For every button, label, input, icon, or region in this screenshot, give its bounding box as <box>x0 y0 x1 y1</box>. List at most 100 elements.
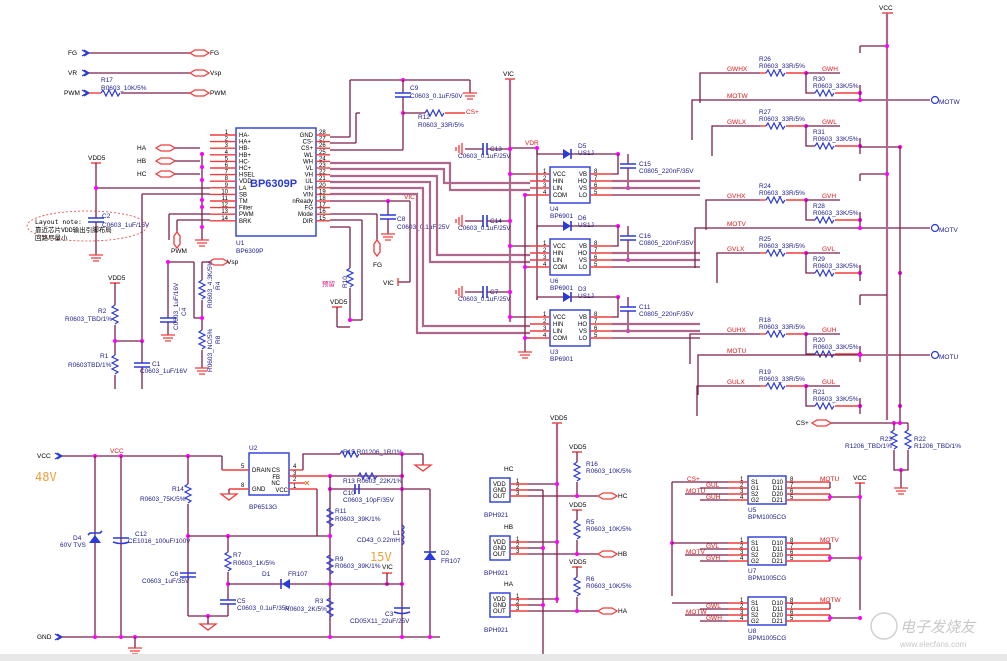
watermark-cn: 电子发烧友 <box>900 619 977 636</box>
c2-ref: C2 <box>102 213 111 220</box>
mosfet-net-s2: MOTV <box>686 549 705 556</box>
bootstrap-cap-ref: C15 <box>639 161 651 168</box>
u1-pin-name: HSEL <box>239 173 255 179</box>
driver-ref: U3 <box>550 349 559 356</box>
gate-res-ref: R24 <box>759 183 771 190</box>
vdd5-b-label: VDD5 <box>108 275 126 282</box>
driver-pin-num: 2 <box>543 248 547 254</box>
resistor-icon <box>814 268 835 278</box>
ground-icon <box>413 464 433 472</box>
diode-icon <box>563 149 571 159</box>
layout-note-line2: 靠近芯片VDD输出引脚布局 <box>35 225 112 234</box>
driver-pin-num: 6 <box>594 183 598 189</box>
vdr-net: VDR <box>525 140 539 147</box>
net-port-icon <box>188 49 211 57</box>
r1-r2-divider: VDD5 R2 R0603_TBD/1% R1 R0603TBD/1% C1 C… <box>65 275 188 389</box>
u1-pin-name: TM <box>239 199 248 205</box>
electrolytic-cap-icon <box>393 607 411 615</box>
hall-output-port: HC <box>618 493 628 500</box>
vic-power-label: VIC <box>382 564 393 571</box>
hall-pin-num: 2 <box>516 600 520 606</box>
driver-pin-name: COM <box>553 265 567 271</box>
pullup-value: R0603_10K/5% <box>586 583 632 590</box>
pullup-ref: R6 <box>586 576 595 583</box>
mosfet-net-g1: GUL <box>706 482 720 489</box>
diode-icon <box>563 292 571 302</box>
pulldown-res-value: R0603_33K/5% <box>813 136 859 143</box>
driver-body <box>549 238 591 276</box>
gate-res-value: R0603_33R/5% <box>759 116 805 123</box>
u1-pin-num: 1 <box>225 130 229 136</box>
hall-sensor-label: HA <box>504 581 514 588</box>
driver-pin-num: 1 <box>543 169 547 175</box>
v15-annotation: 15V <box>370 550 392 564</box>
mosfet-pin-name: D10 <box>772 541 784 547</box>
vr-out-label: Vsp <box>210 70 222 77</box>
mosfet-pin-num: 8 <box>790 477 794 483</box>
u1-pin-name: UL <box>305 179 313 185</box>
mosfet-net-d: MOTU <box>820 476 839 483</box>
pulldown-res-ref: R20 <box>813 337 825 344</box>
u1-pin-num: 12 <box>221 203 228 209</box>
resistor-icon <box>765 381 786 391</box>
pwm-in-label: PWM <box>64 90 80 97</box>
d4-ref: D4 <box>73 535 82 542</box>
mosfet-body <box>747 596 787 626</box>
hall-pin-num: 3 <box>516 606 520 612</box>
hall-pin-name: OUT <box>493 552 506 558</box>
driver-pin-num: 3 <box>543 183 547 189</box>
mosfet-pin-name: S1 <box>751 601 759 607</box>
driver-pin-name: VCC <box>553 172 566 178</box>
hall-sensor-label: HB <box>504 524 513 531</box>
hall-pin-name: GND <box>493 546 507 552</box>
u1-pin-num: 26 <box>319 143 326 149</box>
input-arrow-icon <box>81 89 91 97</box>
capacitor-icon <box>180 572 196 578</box>
driver-pin-num: 2 <box>543 319 547 325</box>
mosfet-pin-num: 8 <box>790 538 794 544</box>
resistor-icon <box>110 354 120 375</box>
u1-part: BP6309P <box>250 178 297 190</box>
hall-pin-num: 3 <box>516 491 520 497</box>
u1-hall-ports: HA HB HC <box>137 144 209 247</box>
pulldown-res-ref: R30 <box>813 76 825 83</box>
vsp-port-label: Vsp <box>227 259 239 266</box>
driver-pin-num: 8 <box>594 169 598 175</box>
resistor-icon <box>339 449 360 459</box>
mosfet-net-s2: MOTU <box>686 488 705 495</box>
driver-ref: U6 <box>550 278 559 285</box>
mosfet-net-g2: GVH <box>706 555 720 562</box>
driver-pin-num: 6 <box>594 326 598 332</box>
ground-icon <box>381 233 395 241</box>
mosfet-net-g1: GWL <box>706 603 721 610</box>
u1-pin-num: 8 <box>225 176 229 182</box>
hall-pin-name: VDD <box>493 540 506 546</box>
mosfet-pin-num: 5 <box>790 495 794 501</box>
gate-net-out: GUH <box>822 327 837 334</box>
capacitor-icon <box>395 92 411 98</box>
mosfet-ref: U5 <box>748 507 757 514</box>
c3-value: CD05X11_22uF/25V <box>350 618 410 625</box>
bootstrap-diode-ref: D5 <box>578 143 587 150</box>
gate-net-in: GUHX <box>727 327 746 334</box>
motor-terminal-icon <box>930 223 940 233</box>
driver-pin-name: LIN <box>553 186 562 192</box>
gate-res-ref: R18 <box>759 317 771 324</box>
driver-pin-name: HIN <box>553 251 563 257</box>
u1-pin-num: 13 <box>221 209 228 215</box>
driver-pin-num: 7 <box>594 176 598 182</box>
c3-ref: C3 <box>385 611 394 618</box>
mosfet-pin-num: 3 <box>740 489 744 495</box>
bootstrap-cap-value: C0805_220nF/35V <box>639 240 694 247</box>
gate-res-value: R0603_33R/5% <box>759 243 805 250</box>
bootstrap-cap-ref: C11 <box>639 304 651 311</box>
mosfet-pin-num: 5 <box>790 616 794 622</box>
driver-pin-num: 8 <box>594 241 598 247</box>
mosfet-pin-num: 2 <box>740 544 744 550</box>
resistor-icon <box>357 471 378 481</box>
c1-value: C0603_1uF/16V <box>140 368 188 375</box>
net-port-icon <box>207 258 230 266</box>
hall-sensor-part: BPH921 <box>484 627 509 634</box>
